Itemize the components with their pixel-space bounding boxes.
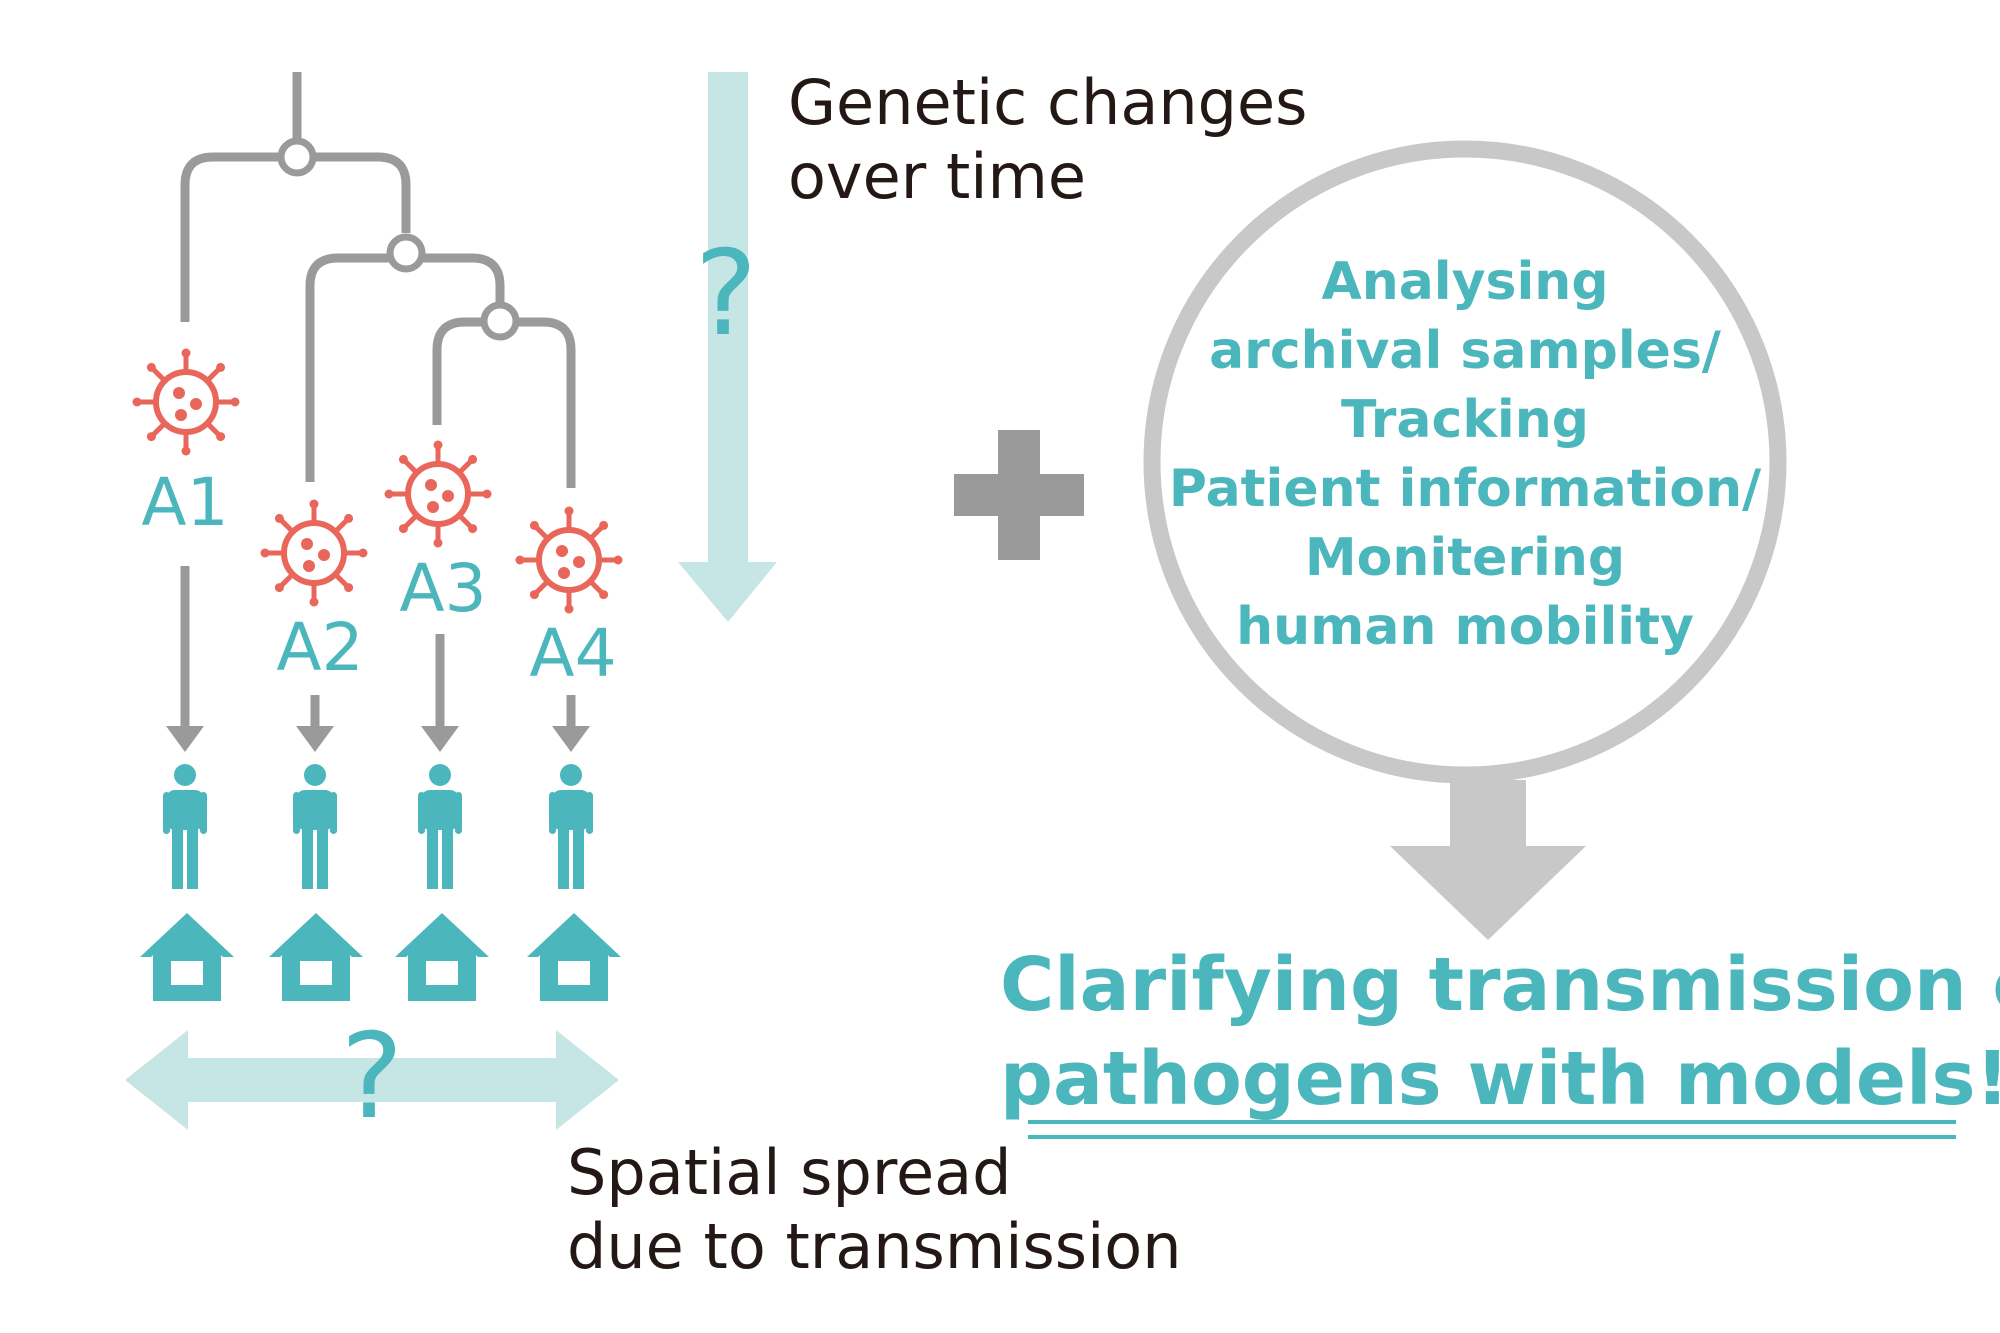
conclusion-text: Clarifying transmission of pathogens wit… (1000, 938, 2000, 1126)
question-mark-time: ? (694, 224, 758, 362)
data-source-line: archival samples/ (1209, 321, 1721, 381)
data-source-line: Monitering (1304, 528, 1626, 588)
arrow-down-icon (166, 566, 204, 752)
conclusion-line2: pathogens with models! (1000, 1036, 2000, 1122)
double-arrow-horizontal-icon (125, 1030, 619, 1130)
arrow-down-icon (296, 695, 334, 752)
tree-node-leaf (480, 301, 520, 341)
plus-icon (954, 430, 1084, 560)
arrow-down-result-icon (1390, 780, 1586, 940)
spatial-spread-line2: due to transmission (567, 1210, 1182, 1283)
spatial-spread-line1: Spatial spread (567, 1136, 1012, 1209)
person-icon (549, 764, 593, 889)
tree-node-inner (386, 233, 426, 273)
strain-label-a4: A4 (529, 615, 617, 692)
arrow-down-icon (552, 695, 590, 752)
data-source-line: Patient information/ (1168, 459, 1762, 519)
virus-icon (133, 349, 240, 456)
transmission-arrows (166, 566, 590, 752)
strain-label-a1: A1 (141, 464, 229, 541)
tree-node-root (277, 137, 317, 177)
house-icon (395, 913, 489, 1001)
person-icon (163, 764, 207, 889)
genetic-changes-label: Genetic changes over time (788, 66, 1307, 214)
arrow-down-time-icon (678, 72, 777, 622)
question-mark-space: ? (340, 1007, 404, 1145)
data-source-line: Tracking (1341, 390, 1589, 450)
genetic-changes-line2: over time (788, 140, 1087, 213)
house-icon (140, 913, 234, 1001)
data-sources-text: Analysing archival samples/ Tracking Pat… (1165, 248, 1765, 662)
virus-icon (261, 500, 368, 607)
strain-label-a3: A3 (399, 550, 487, 627)
data-source-line: Analysing (1321, 252, 1609, 312)
house-icon (527, 913, 621, 1001)
data-sources-circle (1143, 140, 1787, 784)
virus-icon (516, 507, 623, 614)
conclusion-line1: Clarifying transmission of (1000, 942, 2000, 1028)
data-source-line: human mobility (1236, 597, 1694, 657)
house-icon (269, 913, 363, 1001)
tree-nodes (277, 137, 520, 341)
phylogenetic-tree (180, 72, 576, 488)
arrow-down-icon (421, 634, 459, 752)
conclusion-underline (1028, 1120, 1956, 1139)
person-icon (293, 764, 337, 889)
person-icon (418, 764, 462, 889)
strain-label-a2: A2 (276, 609, 364, 686)
genetic-changes-line1: Genetic changes (788, 66, 1308, 139)
virus-icon (385, 441, 492, 548)
spatial-spread-label: Spatial spread due to transmission (567, 1136, 1182, 1284)
